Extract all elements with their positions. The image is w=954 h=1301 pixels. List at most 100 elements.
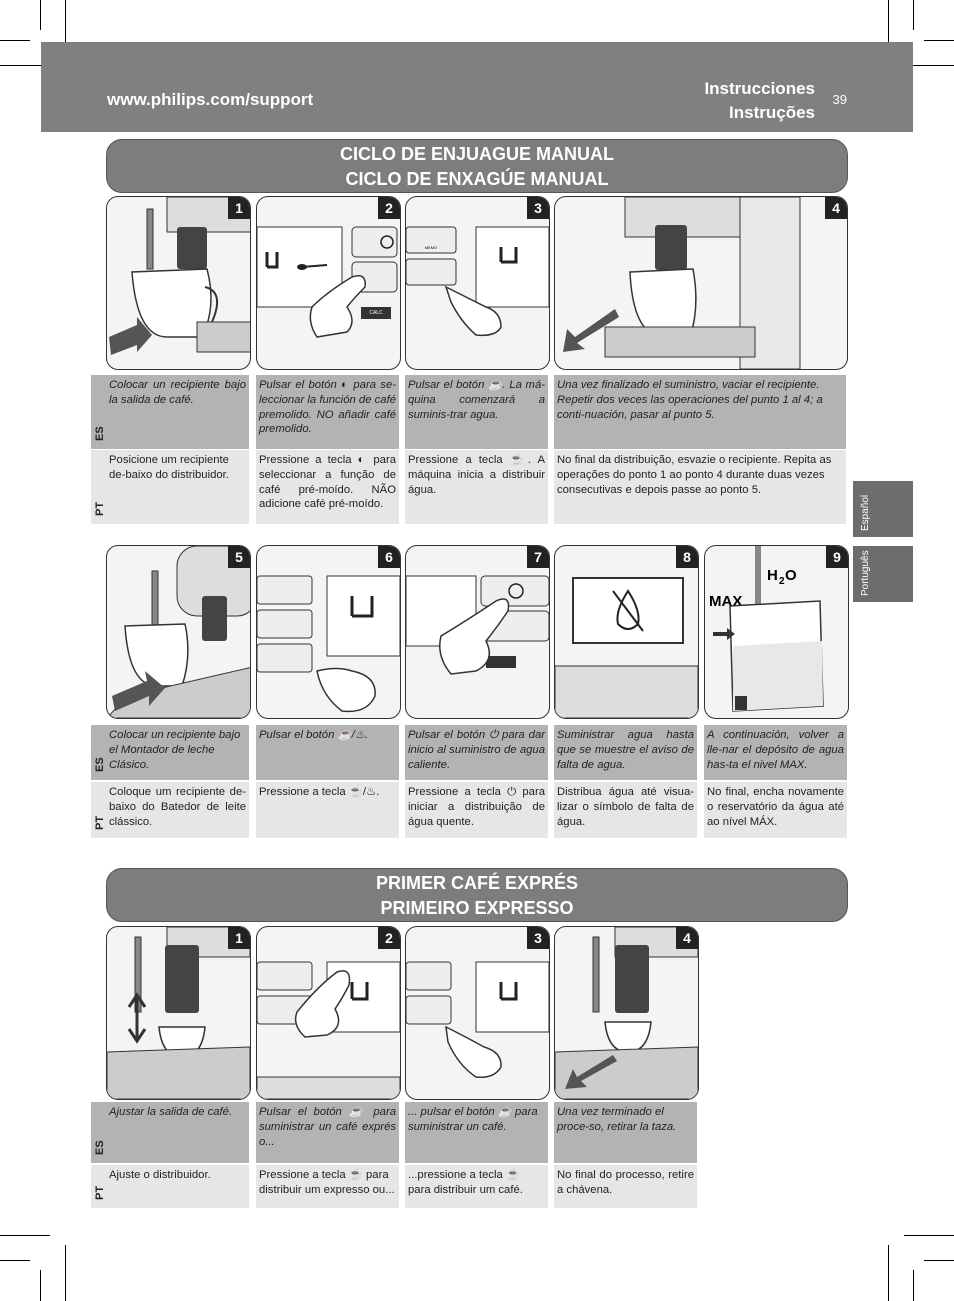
step-number: 4 xyxy=(825,197,847,219)
lang-label-pt: PT xyxy=(91,782,109,838)
lang-label-pt: PT xyxy=(91,450,109,524)
header-title-es: Instrucciones xyxy=(704,79,815,98)
step-text-pt: Ajuste o distribuidor. xyxy=(106,1165,249,1208)
step-illustration: 7 xyxy=(405,545,550,719)
section-banner-rinse: CICLO DE ENJUAGUE MANUAL CICLO DE ENXAGÚ… xyxy=(106,139,848,193)
crop-mark xyxy=(913,1270,914,1301)
crop-mark xyxy=(0,1260,30,1261)
step-number: 3 xyxy=(527,927,549,949)
step-text-es: ... pulsar el botón ☕ para suministrar u… xyxy=(405,1102,548,1163)
step-text-pt: Coloque um recipiente de-baixo do Batedo… xyxy=(106,782,249,838)
svg-text:O: O xyxy=(785,567,797,584)
crop-mark xyxy=(65,1245,66,1301)
step-number: 7 xyxy=(527,546,549,568)
lang-label-es: ES xyxy=(91,725,109,780)
step-text-es: Ajustar la salida de café. xyxy=(106,1102,249,1163)
step-illustration: 8 xyxy=(554,545,699,719)
step-number: 1 xyxy=(228,197,250,219)
step-text-es: Una vez finalizado el suministro, vaciar… xyxy=(554,375,846,449)
step-text-pt: No final, encha novamente o reservatório… xyxy=(704,782,847,838)
step-text-es: Pulsar el botón ☕/♨. xyxy=(256,725,399,780)
step-number: 2 xyxy=(378,927,400,949)
control-panel-illustration: CALC xyxy=(257,226,398,338)
crop-mark xyxy=(924,40,954,41)
step-illustration: H 2 O MAX 9 xyxy=(704,545,849,719)
page-header: www.philips.com/support Instrucciones In… xyxy=(41,42,913,132)
milk-frother-illustration xyxy=(107,546,250,718)
control-panel-illustration: MEMO xyxy=(406,226,549,337)
crop-mark xyxy=(904,65,954,66)
step-number: 5 xyxy=(228,546,250,568)
step-text-es: Colocar un recipiente bajo la salida de … xyxy=(106,375,249,449)
step-illustration: 4 xyxy=(554,196,848,370)
step-text-es: A continuación, volver a lle-nar el depó… xyxy=(704,725,847,780)
lang-label-es: ES xyxy=(91,375,109,449)
crop-mark xyxy=(0,65,50,66)
control-panel-illustration xyxy=(257,961,400,1099)
step-number: 8 xyxy=(676,546,698,568)
step-text-pt: Pressione a tecla ☕ para distribuir um e… xyxy=(256,1165,399,1208)
section-banner-first-espresso: PRIMER CAFÉ EXPRÉS PRIMEIRO EXPRESSO xyxy=(106,868,848,922)
step-illustration: CALC 2 xyxy=(256,196,401,370)
step-illustration: 2 xyxy=(256,926,401,1100)
side-tab-portugues[interactable]: Português xyxy=(853,546,913,602)
lang-label-pt: PT xyxy=(91,1165,109,1208)
step-text-es: Pulsar el botón ☕. La má-quina comenzará… xyxy=(405,375,548,449)
crop-mark xyxy=(65,0,66,50)
step-illustration: 5 xyxy=(106,545,251,719)
display-no-water-illustration xyxy=(555,577,698,718)
lang-label-es: ES xyxy=(91,1102,109,1163)
step-illustration: 1 xyxy=(106,926,251,1100)
control-panel-illustration xyxy=(406,575,549,675)
step-text-pt: No final do processo, retire a chávena. xyxy=(554,1165,697,1208)
step-illustration: 6 xyxy=(256,545,401,719)
step-text-pt: Distribua água até visua-lizar o símbolo… xyxy=(554,782,697,838)
side-tab-espanol[interactable]: Español xyxy=(853,481,913,537)
step-illustration: 3 xyxy=(405,926,550,1100)
section-title-es: PRIMER CAFÉ EXPRÉS xyxy=(375,873,579,893)
step-text-pt: Pressione a tecla ◐ para seleccionar a f… xyxy=(256,450,399,524)
step-number: 3 xyxy=(527,197,549,219)
svg-text:CALC: CALC xyxy=(369,310,383,316)
crop-mark xyxy=(40,1270,41,1301)
remove-cup-illustration xyxy=(555,927,698,1099)
crop-mark xyxy=(888,0,889,50)
control-panel-illustration xyxy=(257,575,400,713)
control-panel-illustration xyxy=(406,961,549,1079)
crop-mark xyxy=(0,40,30,41)
step-number: 2 xyxy=(378,197,400,219)
step-illustration: 4 xyxy=(554,926,699,1100)
support-url[interactable]: www.philips.com/support xyxy=(107,90,314,109)
step-text-es: Pulsar el botón ☕ para suministrar un ca… xyxy=(256,1102,399,1163)
step-number: 9 xyxy=(826,546,848,568)
step-text-pt: Pressione a tecla ⏻ para iniciar a distr… xyxy=(405,782,548,838)
svg-text:2: 2 xyxy=(779,576,785,587)
crop-mark xyxy=(913,0,914,30)
step-text-pt: No final da distribuição, esvazie o reci… xyxy=(554,450,846,524)
step-text-es: Pulsar el botón ◐ para se-leccionar la f… xyxy=(256,375,399,449)
step-illustration: MEMO 3 xyxy=(405,196,550,370)
step-text-es: Una vez terminado el proce-so, retirar l… xyxy=(554,1102,697,1163)
crop-mark xyxy=(924,1260,954,1261)
step-text-pt: ...pressione a tecla ☕ para distribuir u… xyxy=(405,1165,548,1208)
step-illustration: 1 xyxy=(106,196,251,370)
step-text-pt: Posicione um recipiente de-baixo do dist… xyxy=(106,450,249,524)
dispenser-adjust-illustration xyxy=(107,927,250,1099)
step-text-es: Suministrar agua hasta que se muestre el… xyxy=(554,725,697,780)
crop-mark xyxy=(904,1235,954,1236)
section-title-pt: CICLO DE ENXAGÚE MANUAL xyxy=(345,169,609,189)
svg-text:MEMO: MEMO xyxy=(425,245,437,250)
machine-jug-illustration xyxy=(563,197,801,369)
step-number: 1 xyxy=(228,927,250,949)
svg-text:H: H xyxy=(767,567,778,584)
step-text-pt: Pressione a tecla ☕/♨. xyxy=(256,782,399,838)
step-text-pt: Pressione a tecla ☕. A máquina inicia a … xyxy=(405,450,548,524)
page-number: 39 xyxy=(832,92,847,107)
step-text-es: Colocar un recipiente bajo el Montador d… xyxy=(106,725,249,780)
crop-mark xyxy=(0,1235,50,1236)
step-number: 4 xyxy=(676,927,698,949)
machine-jug-illustration xyxy=(109,197,250,355)
step-text-es: Pulsar el botón ⏻ para dar inicio al sum… xyxy=(405,725,548,780)
section-title-pt: PRIMEIRO EXPRESSO xyxy=(380,898,574,918)
crop-mark xyxy=(888,1245,889,1301)
